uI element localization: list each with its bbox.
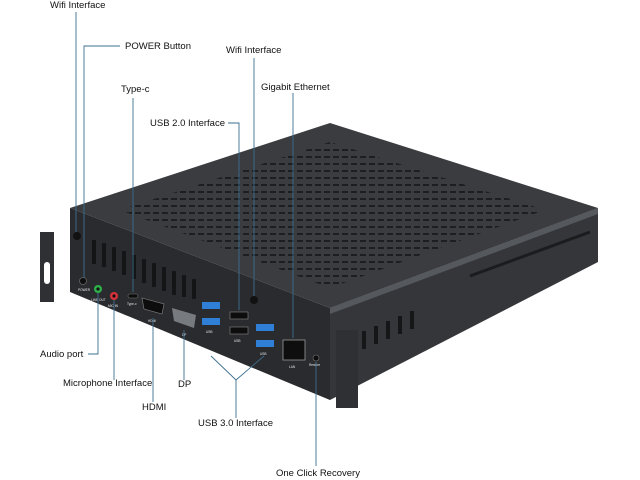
label-wifi-interface-left: Wifi Interface <box>50 0 106 11</box>
mark-hdmi: HDMI <box>148 319 156 323</box>
usb3-port-left-top <box>202 302 220 309</box>
usb2-port-top <box>229 311 249 320</box>
label-one-click-recovery: One Click Recovery <box>276 468 360 479</box>
leader-power <box>83 45 120 278</box>
label-type-c: Type-c <box>121 84 150 95</box>
chassis-side-panel <box>330 208 598 400</box>
right-mount-bracket <box>336 330 358 408</box>
dp-port <box>172 308 196 328</box>
wifi-antenna-right <box>250 296 258 304</box>
mark-power: POWER <box>78 288 91 292</box>
mark-mic-in: MIC IN <box>108 304 119 308</box>
left-bracket-slot <box>44 262 50 284</box>
label-usb3-interface: USB 3.0 Interface <box>198 418 273 429</box>
chassis-side-panel-highlight <box>330 208 598 314</box>
mark-usb-c: USB <box>260 352 267 356</box>
mark-restore: Restore <box>309 363 320 367</box>
usb3-port-left-bottom <box>202 318 220 325</box>
label-gigabit-ethernet: Gigabit Ethernet <box>261 82 330 93</box>
io-ports <box>73 232 320 362</box>
mini-pc-chassis <box>40 123 598 408</box>
front-vents <box>92 240 196 299</box>
mark-type-c: Type-c <box>127 302 137 306</box>
mark-usb-b: USB <box>234 339 241 343</box>
mic-jack-hole <box>112 294 116 298</box>
label-power-button: POWER Button <box>125 41 191 52</box>
leader-audio <box>88 293 99 355</box>
hdmi-port <box>141 297 165 315</box>
audio-jack-hole <box>96 287 100 291</box>
side-slot <box>469 230 591 278</box>
mark-usb-a: USB <box>206 330 213 334</box>
mark-lan: LAN <box>289 365 296 369</box>
leader-lines <box>75 12 317 466</box>
label-hdmi: HDMI <box>142 402 167 413</box>
label-wifi-interface-right: Wifi Interface <box>226 45 282 56</box>
wifi-antenna-left <box>73 232 81 240</box>
recovery-button <box>312 354 320 362</box>
label-usb2-interface: USB 2.0 Interface <box>150 118 225 129</box>
chassis-top-vents <box>120 142 545 288</box>
ethernet-port <box>282 339 306 361</box>
label-audio-port: Audio port <box>40 349 84 360</box>
usb3-port-right-top <box>256 324 274 331</box>
power-button <box>79 277 87 285</box>
leader-usb2 <box>228 122 240 310</box>
type-c-port <box>127 293 139 299</box>
label-microphone-interface: Microphone Interface <box>63 378 153 389</box>
usb2-port-bottom <box>229 326 249 335</box>
usb3-port-right-bottom <box>256 340 274 347</box>
label-dp: DP <box>178 379 192 390</box>
